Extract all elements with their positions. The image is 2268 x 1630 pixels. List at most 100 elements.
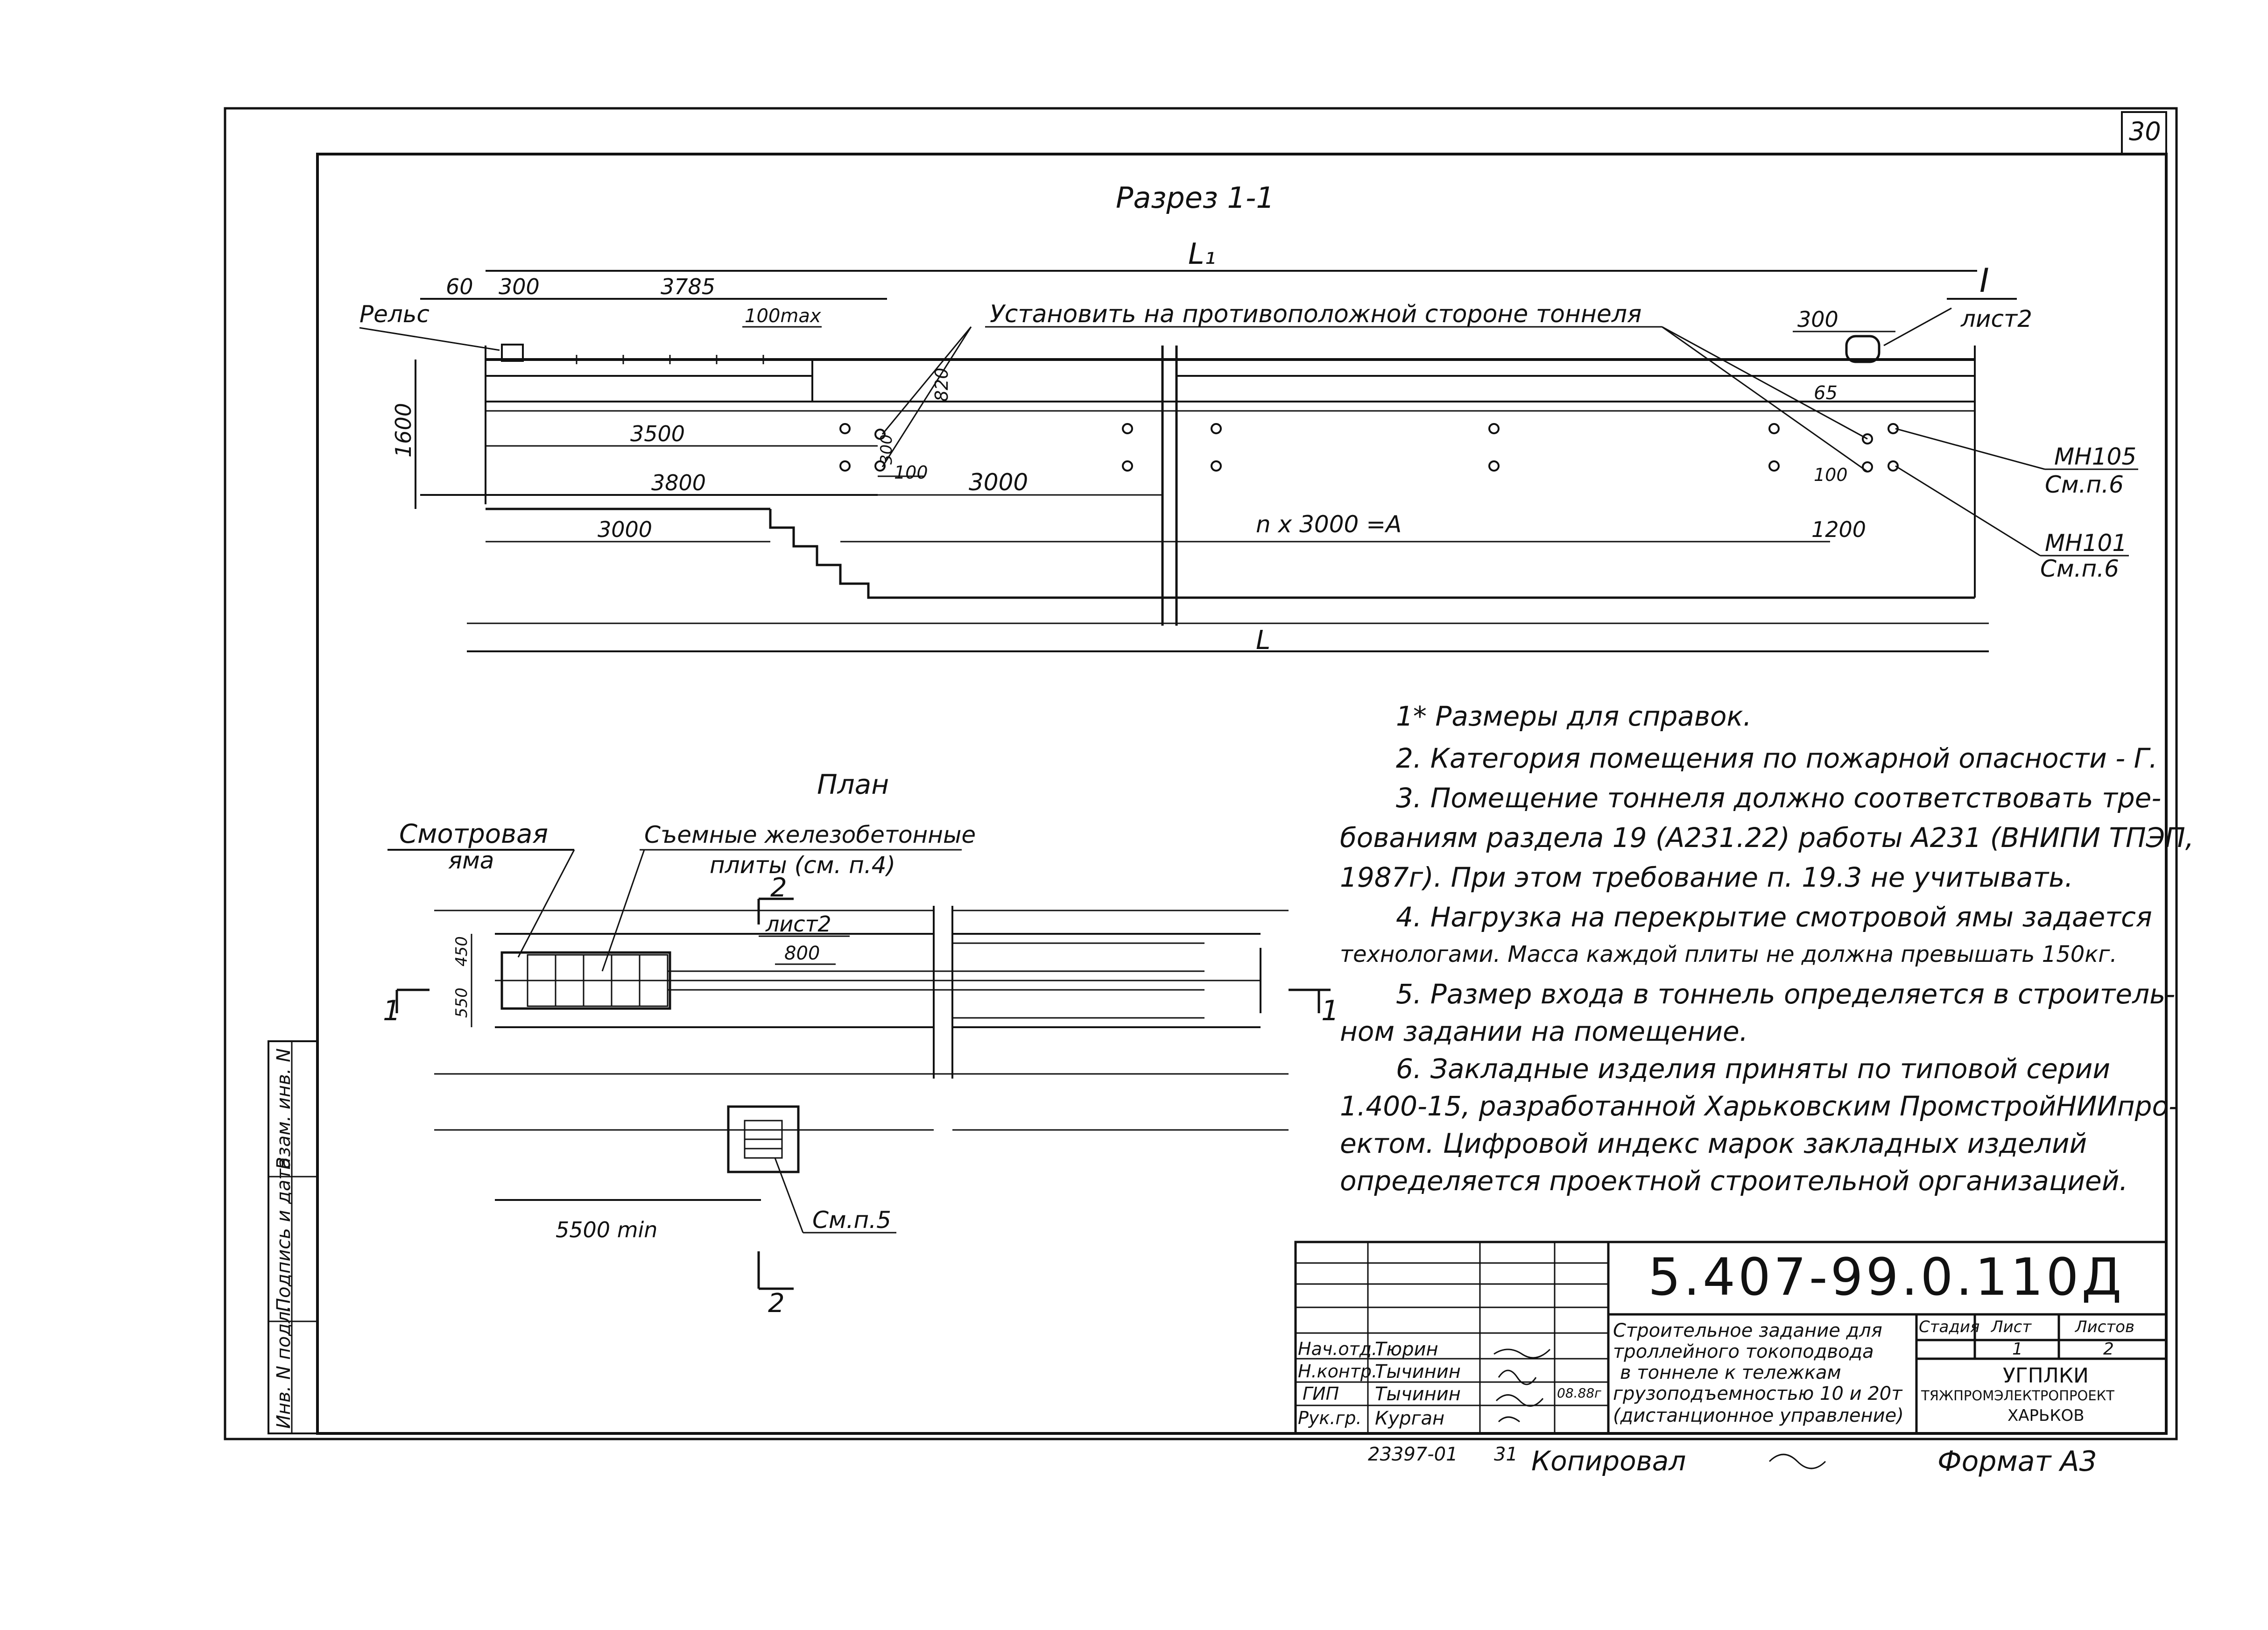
pit-label: Смотровая <box>399 819 548 849</box>
dim-3000a: 3000 <box>969 469 1028 496</box>
entry-shaft <box>727 1105 800 1173</box>
note-2: 2. Категория помещения по пожарной опасн… <box>1396 742 2158 774</box>
cut1-right-mark: 1 <box>1321 995 1339 1027</box>
pit-leader <box>517 849 575 958</box>
mn105-ref: См.п.6 <box>2045 471 2124 498</box>
signer-role-2: Н.контр. <box>1298 1361 1378 1382</box>
side-column <box>268 1040 318 1434</box>
date-mark: 08.88г <box>1557 1385 1601 1401</box>
title-line-2: троллейного токоподвода <box>1613 1341 1874 1362</box>
dim-nx3000: n x 3000 =A <box>1256 511 1402 538</box>
page-number-box <box>2121 111 2167 155</box>
note-3b: бованиям раздела 19 (А231.22) работы А23… <box>1340 822 2194 854</box>
note-6a: 6. Закладные изделия приняты по типовой … <box>1396 1053 2111 1085</box>
cut2-bottom-mark: 2 <box>768 1288 785 1319</box>
signer-name-2: Тычинин <box>1375 1361 1461 1383</box>
format-label: Формат А3 <box>1937 1445 2097 1478</box>
note-1: 1* Размеры для справок. <box>1396 700 1752 732</box>
note-5a: 5. Размер входа в тоннель определяется в… <box>1396 978 2176 1010</box>
dim-300-right: 300 <box>1797 307 1838 332</box>
mn101-label: МН101 <box>2045 529 2127 557</box>
signer-name-3: Тычинин <box>1375 1383 1461 1405</box>
install-leader-4 <box>1662 326 1868 473</box>
slabs-label-2: плиты (см. п.4) <box>710 852 895 879</box>
see-p5: См.п.5 <box>812 1207 891 1234</box>
title-block-sign-grid <box>1296 1242 1608 1433</box>
install-note: Установить на противоположной стороне то… <box>990 300 1641 328</box>
mn105-label: МН105 <box>2054 443 2136 470</box>
plan-title: План <box>817 769 889 800</box>
mn105-leader <box>1895 428 2045 470</box>
cut2-sheet: лист2 <box>765 911 831 937</box>
rail-leader <box>359 327 500 351</box>
dim-800: 800 <box>784 943 820 964</box>
dim-450: 450 <box>452 936 471 967</box>
dim-5500: 5500 min <box>556 1217 657 1242</box>
section-title: Разрез 1-1 <box>1116 181 1275 215</box>
outer-frame <box>224 107 2178 1440</box>
ref-leader <box>1883 307 1952 346</box>
sheets-label: Листов <box>2075 1318 2135 1336</box>
side-sign-date: Подпись и дата <box>273 1157 295 1312</box>
rail-label: Рельс <box>359 301 430 328</box>
dim-L: L <box>1256 625 1270 656</box>
signatures <box>1493 1348 1826 1469</box>
org-line-1: УГПЛКИ <box>2003 1364 2089 1388</box>
side-inv-no: Инв. N подл. <box>273 1305 295 1429</box>
order-suffix: 31 <box>1494 1444 1518 1465</box>
note-5b: ном задании на помещение. <box>1340 1016 1748 1047</box>
dim-100: 100 <box>894 462 928 483</box>
signer-role-4: Рук.гр. <box>1298 1408 1362 1428</box>
ref-mark-I: I <box>1979 261 1989 300</box>
dim-3785: 3785 <box>661 274 715 299</box>
dim-65: 65 <box>1814 382 1838 404</box>
install-leader-3 <box>1662 326 1868 440</box>
embedded-plates-section <box>839 423 1899 473</box>
signer-name-4: Курган <box>1375 1408 1445 1429</box>
title-line-5: (дистанционное управление) <box>1613 1405 1904 1426</box>
slabs-label: Съемные железобетонные <box>644 821 976 848</box>
title-line-3: в тоннеле к тележкам <box>1620 1362 1841 1383</box>
order-number: 23397-01 <box>1368 1444 1458 1465</box>
rail-right <box>1845 335 1881 363</box>
dim-1200: 1200 <box>1811 517 1866 542</box>
note-3a: 3. Помещение тоннеля должно соответствов… <box>1396 782 2162 814</box>
stage-label: Стадия <box>1919 1318 1980 1336</box>
note-4a: 4. Нагрузка на перекрытие смотровой ямы … <box>1396 901 2152 933</box>
mn101-ref: См.п.6 <box>2040 555 2119 582</box>
sheet-label: Лист <box>1991 1318 2032 1336</box>
removable-slabs <box>527 954 669 1007</box>
dim-100-right: 100 <box>1814 465 1848 485</box>
dim-550: 550 <box>452 988 471 1018</box>
dim-3800: 3800 <box>651 470 706 495</box>
sheet-no: 1 <box>2012 1340 2023 1359</box>
dim-3000b: 3000 <box>598 517 652 542</box>
inner-frame <box>316 153 2168 1435</box>
pit-steps <box>769 509 1975 599</box>
dim-300: 300 <box>499 274 540 299</box>
note-6d: определяется проектной строительной орга… <box>1340 1165 2128 1197</box>
signer-name-1: Тюрин <box>1375 1339 1438 1360</box>
dim-100max: 100max <box>745 305 821 327</box>
pit-outline <box>500 951 671 1010</box>
note-3c: 1987г). При этом требование п. 19.3 не у… <box>1340 861 2073 893</box>
dim-60: 60 <box>446 274 473 299</box>
doc-code: 5.407-99.0.110Д <box>1648 1247 2125 1307</box>
note-6c: ектом. Цифровой индекс марок закладных и… <box>1340 1128 2087 1159</box>
entry-stair-treads <box>745 1129 782 1150</box>
signer-role-1: Нач.отд. <box>1298 1339 1378 1359</box>
dim-820: 820 <box>931 367 952 402</box>
mn101-leader <box>1895 465 2041 557</box>
page-number: 30 <box>2129 117 2161 146</box>
pit-label-2: яма <box>448 847 494 874</box>
see-p5-leader <box>774 1157 804 1233</box>
dim-L1: L₁ <box>1188 237 1216 271</box>
note-6b: 1.400-15, разработанной Харьковским Пром… <box>1340 1090 2178 1122</box>
copied-by: Копировал <box>1531 1445 1686 1477</box>
org-line-3: ХАРЬКОВ <box>2007 1406 2085 1425</box>
side-replace-inv: Взам. инв. N <box>273 1048 295 1170</box>
ref-sheet: лист2 <box>1960 305 2032 332</box>
note-4b: технологами. Масса каждой плиты не должн… <box>1340 941 2117 967</box>
dim-3500: 3500 <box>630 421 685 446</box>
